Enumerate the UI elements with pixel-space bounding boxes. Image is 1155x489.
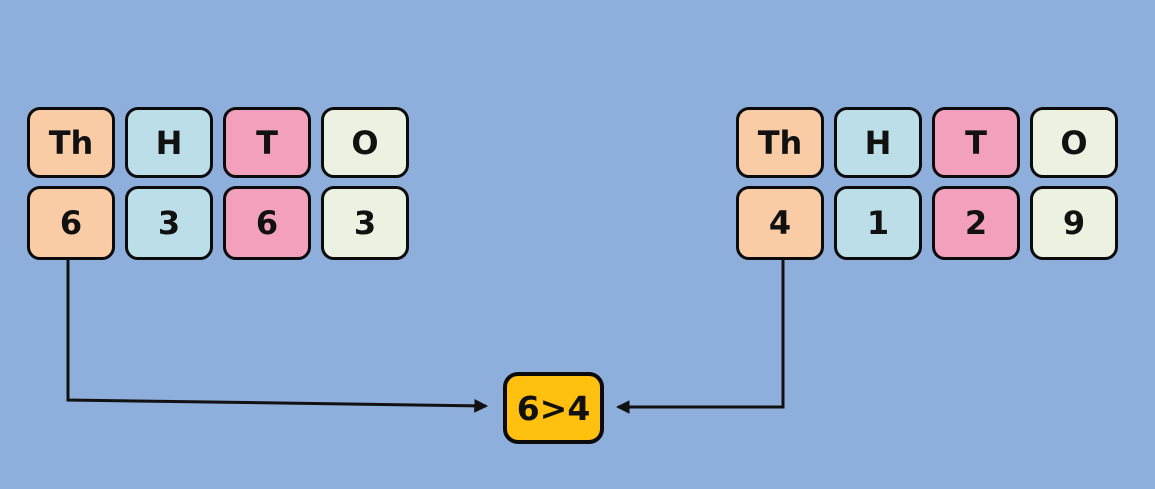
right-header-thousands: Th [736,107,824,178]
comparison-result-box: 6>4 [503,372,604,444]
right-header-ones: O [1030,107,1118,178]
left-thousands-arrow [66,259,489,413]
right-digit-ones: 9 [1030,186,1118,260]
left-number-table: Th H T O 6 3 6 3 [27,107,409,260]
left-digit-ones: 3 [321,186,409,260]
right-digit-tens: 2 [932,186,1020,260]
right-digit-thousands: 4 [736,186,824,260]
left-digit-thousands: 6 [27,186,115,260]
left-digit-tens: 6 [223,186,311,260]
right-digit-hundreds: 1 [834,186,922,260]
right-header-hundreds: H [834,107,922,178]
left-header-tens: T [223,107,311,178]
right-header-tens: T [932,107,1020,178]
left-header-thousands: Th [27,107,115,178]
right-number-table: Th H T O 4 1 2 9 [736,107,1118,260]
left-header-ones: O [321,107,409,178]
left-digit-hundreds: 3 [125,186,213,260]
left-header-hundreds: H [125,107,213,178]
right-thousands-arrow [615,259,785,414]
